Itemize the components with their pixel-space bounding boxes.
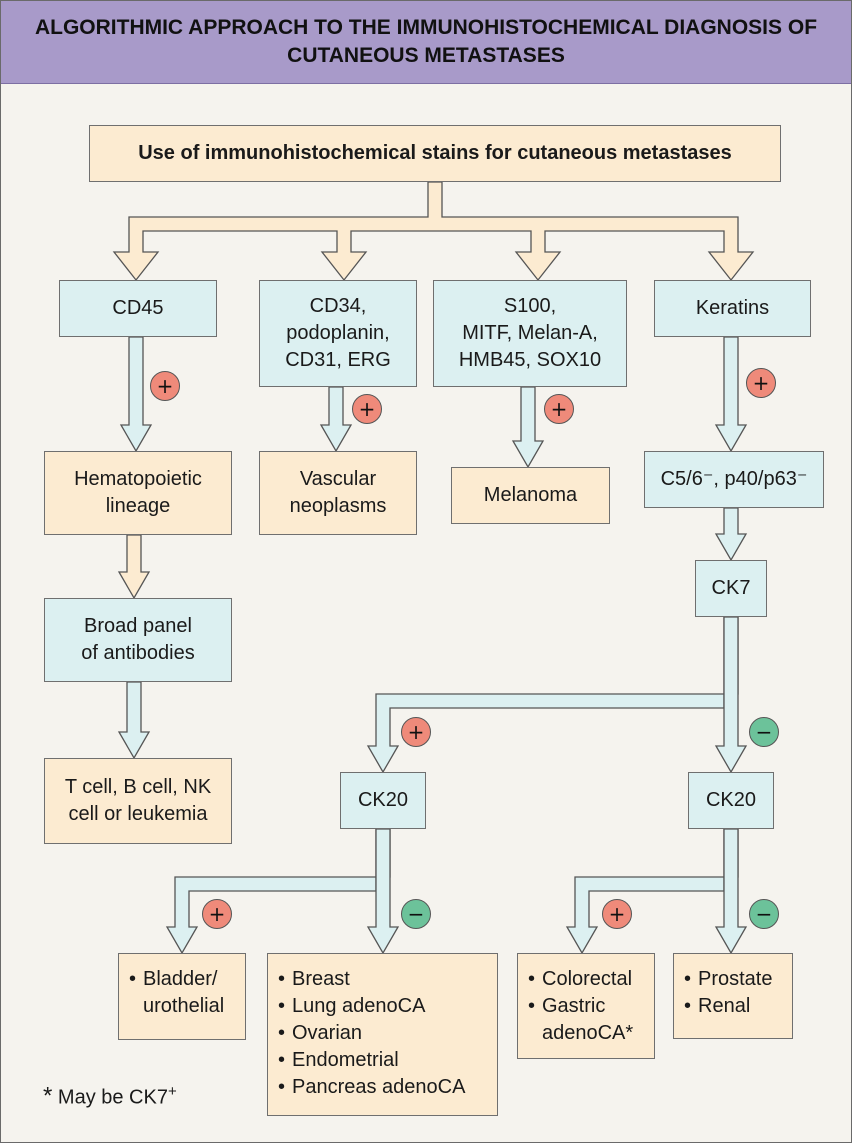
melanoma-box: Melanoma (451, 467, 610, 524)
root-branch-arrows (112, 181, 755, 282)
diagnosis-item: Breast (278, 966, 465, 993)
vascular-neoplasms-line: neoplasms (289, 495, 387, 517)
melanocytic-markers-line: MITF, Melan-A, (462, 322, 598, 344)
arrow-melanocytic-to-melanoma (511, 386, 545, 469)
keratins-box: Keratins (654, 280, 811, 337)
lymphoid-line: T cell, B cell, NK (64, 776, 212, 798)
vascular-markers-box: CD34, podoplanin, CD31, ERG (259, 280, 417, 387)
hematopoietic-line: lineage (105, 495, 171, 517)
diagnosis-item: Renal (684, 993, 772, 1020)
ck7-text: CK7 (711, 577, 751, 599)
figure-header: ALGORITHMIC APPROACH TO THE IMMUNOHISTOC… (1, 1, 851, 84)
figure-title: ALGORITHMIC APPROACH TO THE IMMUNOHISTOC… (34, 16, 818, 67)
diagnosis-item: Gastric adenoCA* (528, 993, 633, 1047)
melanocytic-markers-line: HMB45, SOX10 (458, 349, 602, 371)
bladder-line: Bladder/ (143, 968, 218, 990)
melanocytic-markers-box: S100, MITF, Melan-A, HMB45, SOX10 (433, 280, 627, 387)
broad-panel-line: of antibodies (81, 642, 195, 664)
arrow-c56-to-ck7 (714, 507, 748, 562)
c56-p40-box: C5/6⁻, p40/p63⁻ (644, 451, 824, 508)
arrow-hematopoietic-to-panel (117, 534, 151, 600)
footnote-superscript: + (167, 1083, 177, 1100)
ck7neg-ck20pos-box: Colorectal Gastric adenoCA* (517, 953, 655, 1059)
positive-badge-keratins: + (746, 368, 776, 398)
positive-badge-ck20-right: + (602, 899, 632, 929)
positive-badge-melanocytic: + (544, 394, 574, 424)
ck20-left-text: CK20 (357, 789, 409, 811)
footnote-star: * (43, 1082, 53, 1110)
broad-panel-box: Broad panel of antibodies (44, 598, 232, 682)
vascular-neoplasms-box: Vascular neoplasms (259, 451, 417, 535)
ck20-right-box: CK20 (688, 772, 774, 829)
c56-p40-text: C5/6⁻, p40/p63⁻ (660, 468, 808, 490)
diagnosis-item: Prostate (684, 966, 772, 993)
lymphoid-box: T cell, B cell, NK cell or leukemia (44, 758, 232, 844)
hematopoietic-box: Hematopoietic lineage (44, 451, 232, 535)
hematopoietic-line: Hematopoietic (74, 468, 202, 490)
arrow-ck20-left-negative (366, 828, 400, 955)
root-text: Use of immunohistochemical stains for cu… (138, 142, 732, 164)
diagnosis-item: Lung adenoCA (278, 993, 465, 1020)
diagnosis-item: Ovarian (278, 1020, 465, 1047)
diagnosis-item: Pancreas adenoCA (278, 1074, 465, 1101)
arrow-cd45-to-hematopoietic (119, 336, 153, 453)
bladder-line: urothelial (143, 995, 225, 1017)
vascular-markers-line: CD31, ERG (285, 349, 391, 371)
arrow-ck20-right-negative (714, 828, 748, 955)
vascular-markers-line: podoplanin, (286, 322, 390, 344)
diagnosis-item: Endometrial (278, 1047, 465, 1074)
arrow-ck20-left-positive (165, 828, 391, 955)
lymphoid-line: cell or leukemia (68, 803, 208, 825)
ck7neg-ck20neg-box: Prostate Renal (673, 953, 793, 1039)
arrow-vascular-to-neoplasms (319, 386, 353, 453)
ck7-box: CK7 (695, 560, 767, 617)
vascular-markers-line: CD34, (309, 295, 367, 317)
bladder-box: Bladder/ urothelial (118, 953, 246, 1040)
melanocytic-markers-line: S100, (503, 295, 557, 317)
footnote-text: May be CK7 (57, 1086, 168, 1109)
footnote: * May be CK7+ (43, 1079, 177, 1111)
root-box: Use of immunohistochemical stains for cu… (89, 125, 781, 182)
melanoma-text: Melanoma (483, 484, 578, 506)
cd45-box: CD45 (59, 280, 217, 337)
cd45-text: CD45 (112, 297, 164, 319)
arrow-keratins-to-c56 (714, 336, 748, 453)
negative-badge-ck20-right: − (749, 899, 779, 929)
bladder-item: Bladder/ urothelial (129, 966, 224, 1020)
negative-badge-ck7: − (749, 717, 779, 747)
arrow-ck7-negative (714, 616, 748, 774)
negative-badge-ck20-left: − (401, 899, 431, 929)
ck20-right-text: CK20 (705, 789, 757, 811)
positive-badge-vascular: + (352, 394, 382, 424)
arrow-ck20-right-positive (565, 828, 739, 955)
arrow-panel-to-lymphoid (117, 681, 151, 760)
positive-badge-ck7: + (401, 717, 431, 747)
keratins-text: Keratins (695, 297, 770, 319)
arrow-ck7-positive (366, 616, 739, 774)
broad-panel-line: Broad panel (84, 615, 192, 637)
positive-badge-cd45: + (150, 371, 180, 401)
vascular-neoplasms-line: Vascular (299, 468, 377, 490)
ck20-left-box: CK20 (340, 772, 426, 829)
diagnosis-item: Colorectal (528, 966, 632, 993)
ck7pos-ck20neg-box: Breast Lung adenoCA Ovarian Endometrial … (267, 953, 498, 1116)
positive-badge-ck20-left: + (202, 899, 232, 929)
